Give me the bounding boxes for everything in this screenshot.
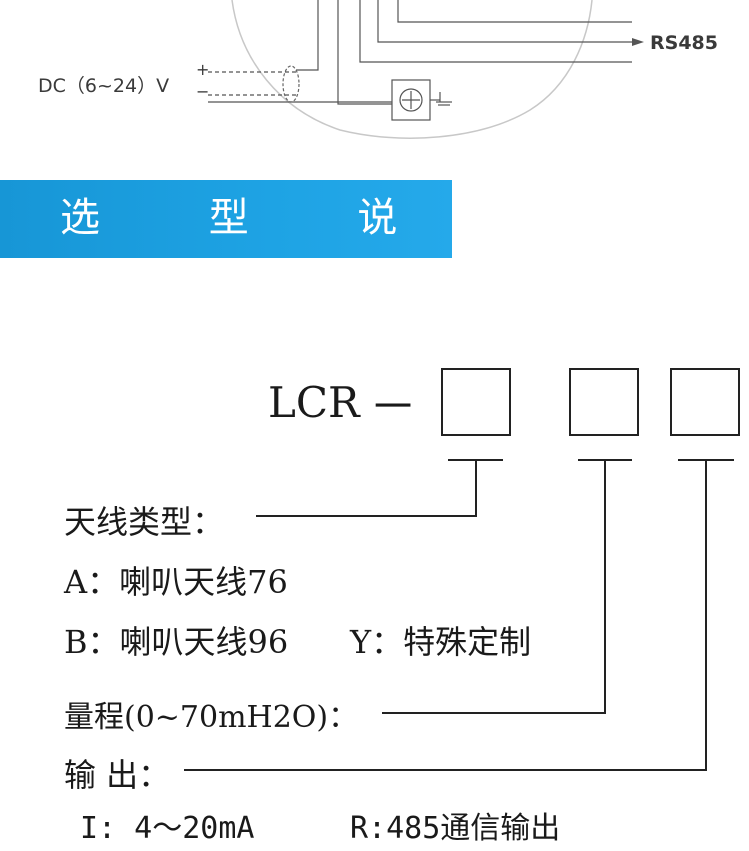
- range-heading: 量程(0~70mH2O)：: [64, 700, 359, 735]
- model-dash: 一: [374, 385, 413, 429]
- range-connector: [382, 460, 606, 714]
- model-prefix: LCR: [268, 378, 360, 427]
- power-minus-sign: −: [196, 82, 210, 101]
- power-plus-sign: +: [196, 60, 210, 79]
- antenna-code-box: [441, 368, 511, 436]
- rs485-label: RS485: [650, 32, 718, 54]
- antenna-option-b: B：喇叭天线96: [64, 623, 289, 661]
- section-title: 选 型 说 明: [60, 195, 595, 241]
- output-option-r: R:485通信输出: [350, 811, 561, 846]
- range-code-box: [569, 368, 639, 436]
- antenna-option-y: Y：特殊定制: [350, 623, 532, 661]
- ground-terminal-screw-icon: [399, 88, 423, 112]
- power-wire-minus: [337, 0, 392, 105]
- section-banner: 选 型 说 明: [0, 180, 546, 258]
- rs485-wire-2: [377, 0, 632, 43]
- antenna-connector: [256, 460, 477, 517]
- wiring-diagram: [208, 0, 644, 139]
- power-wire-plus: [296, 0, 319, 71]
- antenna-option-a: A：喇叭天线76: [64, 563, 288, 601]
- antenna-heading: 天线类型：: [64, 503, 225, 541]
- cable-shield-icon: [282, 65, 300, 103]
- output-option-i: I: 4～20mA: [80, 811, 255, 846]
- enclosure-outline: [231, 0, 593, 139]
- ground-symbol-icon: [430, 92, 452, 106]
- output-code-box: [670, 368, 740, 436]
- rs485-wire-3: [359, 0, 632, 63]
- power-supply-label: DC（6~24）V: [38, 75, 170, 97]
- rs485-wire-1: [397, 0, 632, 23]
- rs485-arrow-icon: [632, 38, 644, 46]
- output-heading: 输 出：: [64, 756, 171, 794]
